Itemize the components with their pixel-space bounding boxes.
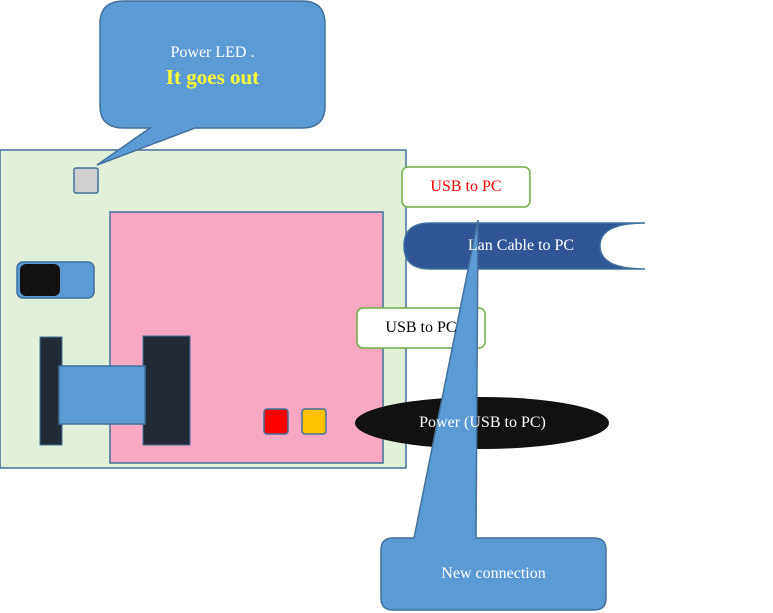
- power-usb-ellipse: [355, 397, 609, 449]
- new-connection-label: New connection: [441, 565, 546, 582]
- usb-to-pc-mid-box: [356, 307, 486, 349]
- power-led-callout: Power LED . It goes out: [100, 36, 325, 96]
- power-usb-label: Power (USB to PC): [419, 414, 546, 431]
- power-led-callout-line1: Power LED .: [170, 43, 255, 61]
- power-led-callout-line2: It goes out: [165, 64, 260, 89]
- new-connection-callout-shape: [380, 219, 607, 611]
- switch-knob: [20, 264, 60, 296]
- red-led: [263, 408, 289, 435]
- power-led: [73, 167, 99, 194]
- lan-cable-shape: [403, 222, 646, 270]
- usb-to-pc-mid-label: USB to PC: [385, 319, 457, 336]
- cable-connector: [58, 365, 146, 425]
- usb-to-pc-top-box: [401, 166, 531, 208]
- power-led-callout-shape: [96, 0, 326, 166]
- lan-cable-label: Lan Cable to PC: [467, 237, 575, 254]
- yellow-led: [301, 408, 327, 435]
- right-connector-bar: [142, 335, 191, 446]
- usb-to-pc-top-label: USB to PC: [430, 178, 502, 195]
